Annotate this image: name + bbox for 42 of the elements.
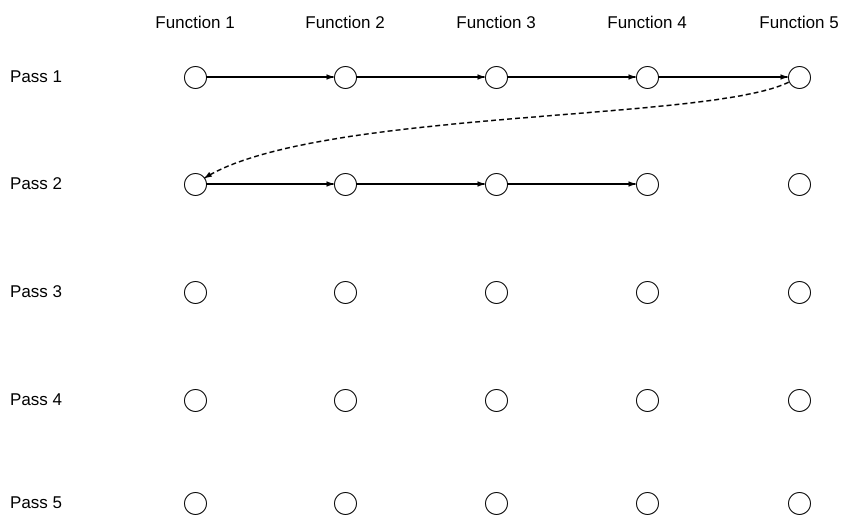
arrow	[508, 181, 636, 187]
circle-node	[636, 66, 658, 88]
arrow	[356, 74, 484, 80]
circle-node	[484, 388, 508, 412]
row-header: Pass 1	[10, 67, 62, 87]
circle-node	[334, 280, 356, 304]
column-header: Function 3	[456, 13, 536, 33]
circle-node	[334, 492, 356, 514]
row-header: Pass 5	[10, 493, 62, 513]
circle-node	[484, 66, 508, 88]
circle-node	[788, 388, 810, 412]
circle-node	[334, 172, 356, 196]
row-header: Pass 4	[10, 390, 62, 410]
arrow	[206, 181, 334, 187]
arrow	[658, 74, 788, 80]
column-header: Function 2	[305, 13, 385, 33]
circle-node	[184, 172, 206, 196]
circle-node	[484, 172, 508, 196]
arrow	[206, 74, 334, 80]
circle-node	[484, 280, 508, 304]
column-header: Function 4	[607, 13, 687, 33]
row-header: Pass 3	[10, 282, 62, 302]
circle-node	[636, 388, 658, 412]
circle-node	[484, 492, 508, 514]
circle-node	[184, 388, 206, 412]
circle-node	[184, 66, 206, 88]
row-header: Pass 2	[10, 174, 62, 194]
column-header: Function 1	[155, 13, 235, 33]
circle-node	[636, 492, 658, 514]
circle-node	[788, 492, 810, 514]
circle-node	[334, 66, 356, 88]
arrow	[508, 74, 636, 80]
arrow	[356, 181, 484, 187]
circle-node	[788, 280, 810, 304]
circle-node	[184, 492, 206, 514]
circle-node	[334, 388, 356, 412]
circle-node	[636, 172, 658, 196]
circle-node	[788, 66, 810, 88]
circle-node	[788, 172, 810, 196]
circle-node	[636, 280, 658, 304]
circle-node	[184, 280, 206, 304]
column-header: Function 5	[759, 13, 839, 33]
